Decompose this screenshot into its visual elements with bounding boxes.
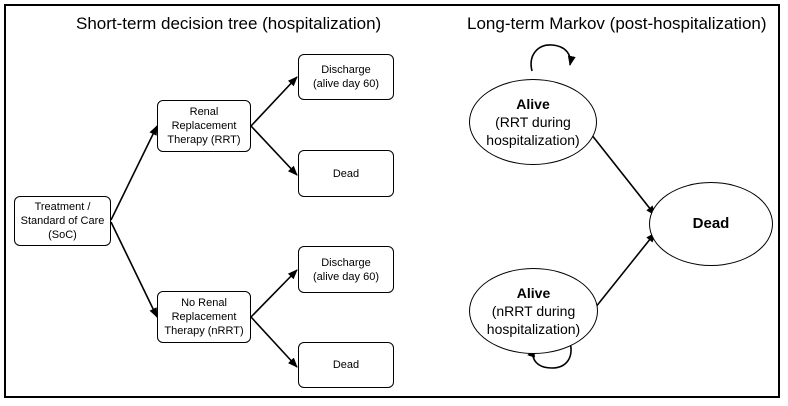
arrow-rrt-to-discharge — [250, 76, 298, 127]
node-discharge-nrrt-label: Discharge (alive day 60) — [312, 256, 380, 283]
state-alive-nrrt-title: Alive — [516, 285, 551, 301]
arrow-root-to-nrrt — [110, 221, 158, 318]
arrow-nrrt-to-dead — [250, 316, 298, 368]
node-rrt-label: Renal Replacement Therapy (RRT) — [167, 106, 241, 146]
state-dead-label: Dead — [692, 215, 730, 232]
arrow-alive-rrt-to-dead — [590, 133, 656, 216]
node-treatment-soc-label: Treatment / Standard of Care (SoC) — [20, 201, 105, 241]
node-dead-nrrt: Dead — [298, 342, 394, 388]
node-dead-rrt-label: Dead — [332, 167, 360, 180]
state-alive-nrrt-subtitle: (nRRT during hospitalization) — [486, 303, 581, 337]
node-dead-nrrt-label: Dead — [332, 359, 360, 371]
node-nrrt: No Renal Replacement Therapy (nRRT) — [157, 291, 251, 343]
node-discharge-rrt: Discharge (alive day 60) — [298, 54, 394, 100]
arrow-alive-nrrt-to-dead — [590, 232, 656, 314]
node-nrrt-label: No Renal Replacement Therapy (nRRT) — [164, 297, 244, 337]
right-title: Long-term Markov (post-hospitalization) — [467, 14, 767, 33]
left-title: Short-term decision tree (hospitalizatio… — [76, 14, 382, 33]
arrow-nrrt-to-discharge — [250, 269, 298, 318]
node-discharge-nrrt: Discharge (alive day 60) — [298, 246, 394, 293]
self-loop-alive-rrt — [530, 44, 576, 72]
figure-frame — [4, 4, 780, 398]
state-alive-rrt-title: Alive — [516, 96, 550, 112]
node-rrt: Renal Replacement Therapy (RRT) — [157, 100, 251, 152]
node-treatment-soc: Treatment / Standard of Care (SoC) — [14, 196, 111, 246]
arrow-rrt-to-dead — [250, 125, 298, 176]
node-dead-rrt: Dead — [298, 150, 394, 197]
state-alive-rrt-subtitle: (RRT during hospitalization) — [486, 114, 580, 148]
state-alive-rrt: Alive (RRT during hospitalization) — [469, 79, 597, 165]
state-alive-nrrt: Alive (nRRT during hospitalization) — [469, 268, 598, 354]
arrow-root-to-rrt — [110, 125, 158, 221]
node-discharge-rrt-label: Discharge (alive day 60) — [312, 64, 380, 90]
state-dead: Dead — [649, 182, 773, 266]
self-loop-alive-nrrt — [527, 341, 572, 369]
